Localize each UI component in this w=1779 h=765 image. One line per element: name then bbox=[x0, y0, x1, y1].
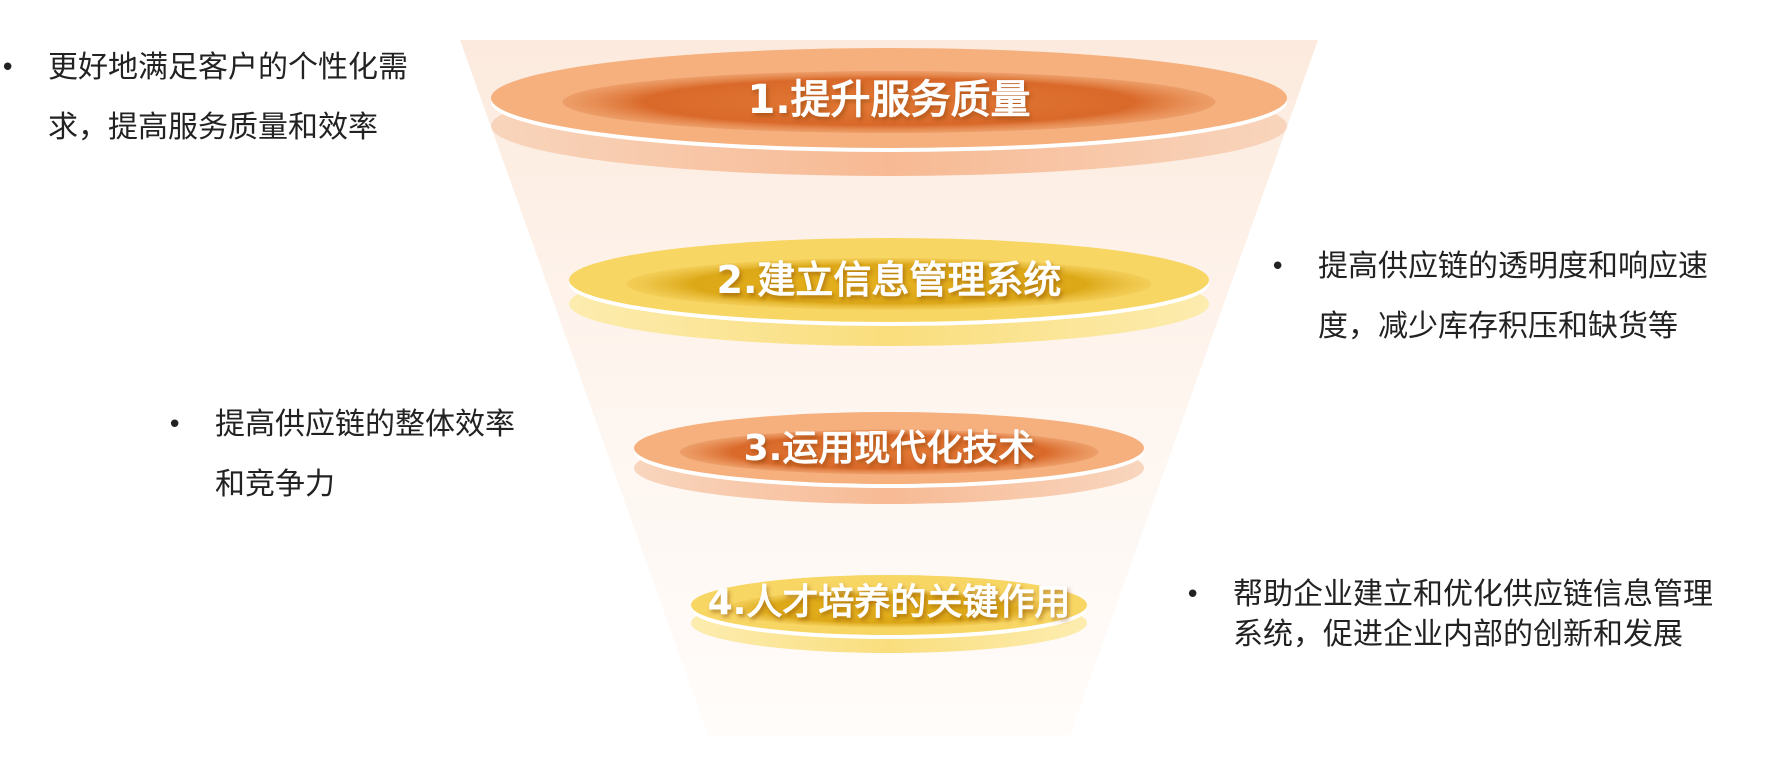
note-line: 求，提高服务质量和效率 bbox=[48, 110, 378, 145]
note-modern-tech: • 提高供应链的整体效率 和竞争力 bbox=[167, 395, 587, 515]
note-line: 度，减少库存积压和缺货等 bbox=[1318, 309, 1678, 344]
funnel-body-shape bbox=[460, 40, 1318, 735]
note-line: 系统，促进企业内部的创新和发展 bbox=[1233, 617, 1683, 652]
stage-disc-core bbox=[562, 71, 1216, 133]
note-service-quality: • 更好地满足客户的个性化需 求，提高服务质量和效率 bbox=[0, 38, 460, 158]
stage-label: 2.建立信息管理系统 bbox=[717, 258, 1062, 302]
funnel-stage-4: 4.人才培养的关键作用 bbox=[691, 575, 1087, 653]
note-line: 帮助企业建立和优化供应链信息管理 bbox=[1233, 577, 1713, 612]
stage-disc-core bbox=[726, 590, 1052, 628]
bullet: • bbox=[0, 53, 16, 83]
funnel-stage-1: 1.提升服务质量 bbox=[491, 48, 1287, 176]
stage-label: 4.人才培养的关键作用 bbox=[708, 581, 1071, 623]
note-line: 和竞争力 bbox=[215, 467, 335, 502]
bullet: • bbox=[167, 410, 183, 440]
note-info-system: • 提高供应链的透明度和响应速 度，减少库存积压和缺货等 bbox=[1270, 237, 1775, 357]
bullet: • bbox=[1270, 252, 1286, 282]
note-line: 更好地满足客户的个性化需 bbox=[48, 50, 408, 85]
stage-label: 1.提升服务质量 bbox=[747, 77, 1030, 123]
stage-label: 3.运用现代化技术 bbox=[744, 428, 1035, 469]
stage-disc-core bbox=[679, 429, 1099, 475]
funnel-stage-2: 2.建立信息管理系统 bbox=[569, 238, 1209, 346]
stage-disc-core bbox=[626, 257, 1152, 311]
bullet: • bbox=[1185, 580, 1201, 610]
funnel-stage-3: 3.运用现代化技术 bbox=[634, 412, 1144, 504]
note-line: 提高供应链的透明度和响应速 bbox=[1318, 249, 1708, 284]
note-talent: • 帮助企业建立和优化供应链信息管理 系统，促进企业内部的创新和发展 bbox=[1185, 575, 1775, 655]
note-line: 提高供应链的整体效率 bbox=[215, 407, 515, 442]
